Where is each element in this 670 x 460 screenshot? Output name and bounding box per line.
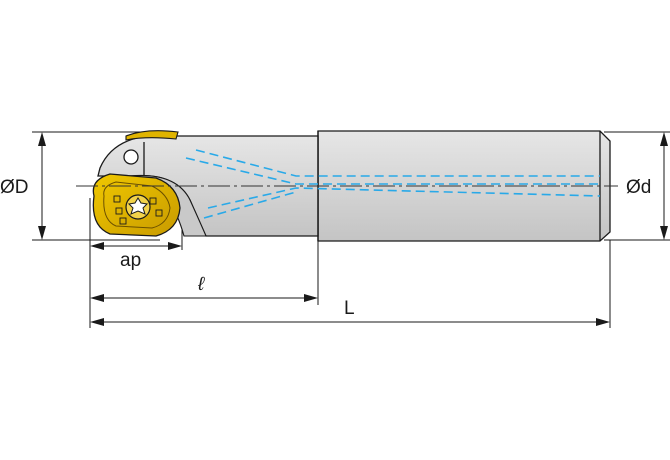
label-head-length: ℓ: [197, 274, 205, 295]
upper-insert-edge: [125, 130, 179, 141]
clamp-hole: [123, 149, 139, 165]
coolant-channels: [185, 149, 601, 219]
cutting-insert: [92, 173, 181, 237]
torx-screw-icon: [125, 194, 151, 220]
dimension-head-diameter: [38, 132, 46, 240]
label-overall-length: L: [344, 298, 355, 319]
dimension-shank-diameter: [660, 132, 668, 240]
dimension-overall-length: [90, 318, 610, 326]
dimension-axial-depth: [90, 242, 182, 250]
dimension-head-length: [90, 294, 318, 302]
label-shank-diameter: Ød: [626, 177, 651, 198]
label-axial-depth: ap: [120, 250, 141, 271]
label-head-diameter: ØD: [0, 177, 29, 198]
